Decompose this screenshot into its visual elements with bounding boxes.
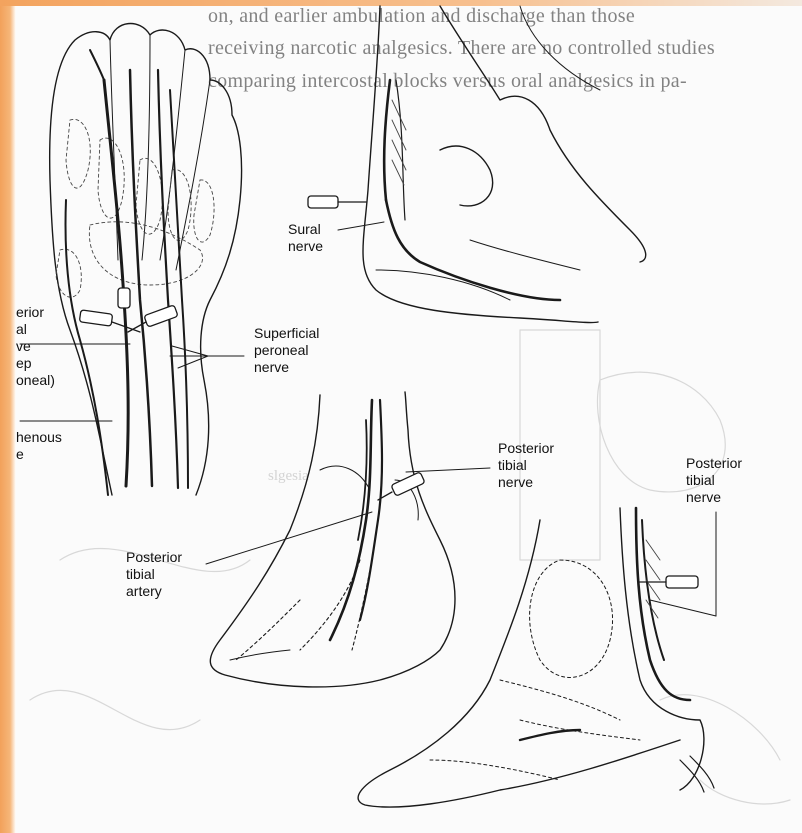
label-posterior-tibial-nerve-right: Posterior tibial nerve <box>686 455 742 506</box>
needles-dorsal <box>79 288 178 332</box>
dorsal-foot-drawing <box>20 24 244 495</box>
label-saphenous-nerve-cut: henous e <box>16 429 62 463</box>
label-sural-nerve: Sural nerve <box>288 221 323 255</box>
lateral-ankle-drawing <box>308 6 646 323</box>
label-deep-peroneal-nerve-cut: erior al ve ep oneal) <box>16 304 55 389</box>
label-posterior-tibial-nerve-middle: Posterior tibial nerve <box>498 440 554 491</box>
label-superficial-peroneal-nerve: Superficial peroneal nerve <box>254 325 319 376</box>
lower-right-foot-drawing <box>358 508 716 807</box>
label-posterior-tibial-artery: Posterior tibial artery <box>126 549 182 600</box>
medial-ankle-drawing <box>206 392 490 687</box>
